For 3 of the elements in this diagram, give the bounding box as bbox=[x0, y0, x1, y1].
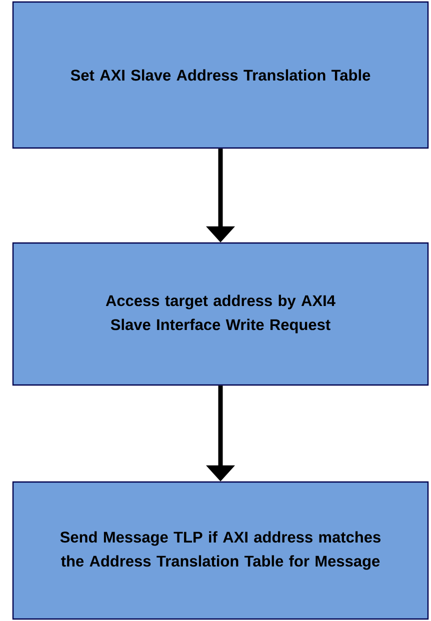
process-box: Set AXI Slave Address Translation Table bbox=[12, 1, 429, 149]
process-box: Access target address by AXI4 Slave Interface Write Request bbox=[12, 242, 429, 386]
process-box: Send Message TLP if AXI address matches the Address Translation Table for Message bbox=[12, 481, 429, 620]
